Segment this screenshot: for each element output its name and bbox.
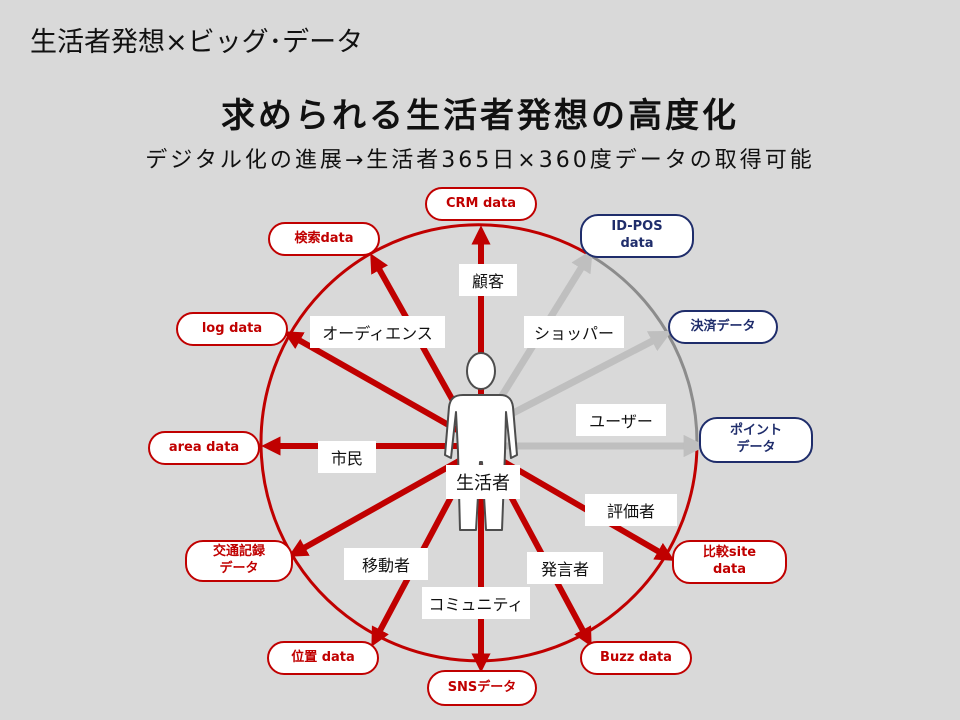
header-title: 生活者発想×ビッグ･データ — [30, 27, 364, 58]
node-point-data: ポイント データ — [699, 417, 813, 463]
arrow-kotsu — [288, 449, 477, 557]
node-kensaku-data: 検索data — [268, 222, 380, 256]
subtitle: デジタル化の進展→生活者365日×360度データの取得可能 — [145, 148, 815, 173]
node-ichi-data: 位置 data — [267, 641, 379, 675]
role-user: ユーザー — [576, 404, 666, 436]
node-crm-data: CRM data — [425, 187, 537, 221]
role-idosha: 移動者 — [344, 548, 428, 580]
arrow-log — [283, 331, 477, 443]
role-shimin: 市民 — [318, 441, 376, 473]
main-title: 求められる生活者発想の高度化 — [221, 96, 739, 136]
role-audience: オーディエンス — [310, 316, 445, 348]
role-hyokasha: 評価者 — [585, 494, 677, 526]
arrow-kessai — [488, 330, 672, 429]
node-kessai-data: 決済データ — [668, 310, 778, 344]
node-sns-data: SNSデータ — [427, 670, 537, 706]
role-community: コミュニティ — [422, 587, 530, 619]
node-area-data: area data — [148, 431, 260, 465]
center-label-seikatsusha: 生活者 — [446, 465, 520, 499]
role-hatsugensha: 発言者 — [527, 552, 603, 584]
node-buzz-data: Buzz data — [580, 641, 692, 675]
role-kokyaku: 顧客 — [459, 264, 517, 296]
node-hikaku-data: 比較site data — [672, 540, 787, 584]
role-shopper: ショッパー — [524, 316, 624, 348]
node-idpos-data: ID-POS data — [580, 214, 694, 258]
node-log-data: log data — [176, 312, 288, 346]
node-kotsu-data: 交通記録 データ — [185, 540, 293, 582]
